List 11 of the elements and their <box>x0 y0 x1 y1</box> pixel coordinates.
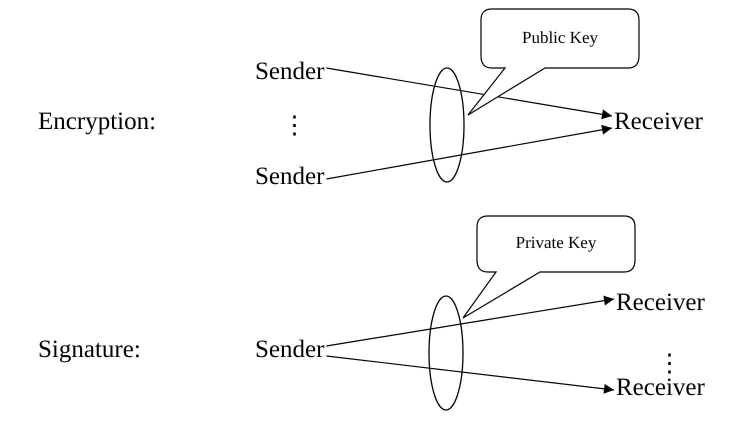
arrow <box>326 67 612 120</box>
arrow <box>326 296 614 347</box>
vertical-ellipsis: ⋮ <box>282 112 307 140</box>
row-label: Signature: <box>38 336 141 364</box>
entity-label: Sender <box>255 58 324 86</box>
entity-label: Sender <box>255 336 324 364</box>
row-label: Encryption: <box>38 108 156 136</box>
arrow <box>326 355 614 394</box>
arrow <box>326 124 612 180</box>
entity-label: Receiver <box>616 289 705 317</box>
entity-label: Sender <box>255 163 324 191</box>
